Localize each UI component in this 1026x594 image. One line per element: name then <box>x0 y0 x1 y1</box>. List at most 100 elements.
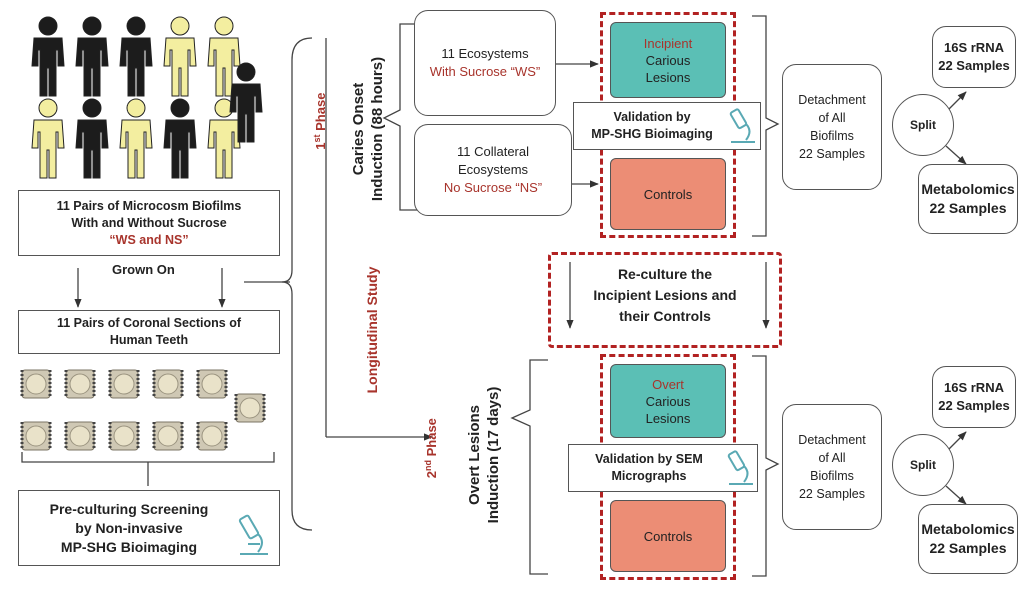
incipient-lesions-box: Incipient Carious Lesions <box>610 22 726 98</box>
validation1-line1: Validation by <box>613 110 691 124</box>
phase1-word: Phase <box>313 92 329 131</box>
detach1-line2: of All <box>818 111 846 125</box>
detach2-box: Detachment of All Biofilms 22 Samples <box>782 404 882 530</box>
metab1-box: Metabolomics 22 Samples <box>918 164 1018 234</box>
screening-box: Pre-culturing Screening by Non-invasive … <box>18 490 280 566</box>
reculture-line1: Re-culture the <box>617 266 713 282</box>
validation2-line1: Validation by SEM <box>595 452 703 466</box>
biofilms-line2: With and Without Sucrose <box>71 215 227 230</box>
phase2-word: Phase <box>424 418 440 457</box>
ns-line3: No Sucrose “NS” <box>443 180 543 195</box>
phase2-brace <box>510 359 548 575</box>
tooth-section-icon <box>152 368 184 400</box>
biofilms-line3: “WS and NS” <box>109 232 189 247</box>
microscope-icon <box>238 514 268 555</box>
rrna2-line1: 16S rRNA <box>944 380 1004 395</box>
rrna2-box: 16S rRNA 22 Samples <box>932 366 1016 428</box>
person-icon <box>163 98 197 179</box>
metab2-line2: 22 Samples <box>929 540 1007 556</box>
ws-line2: With Sucrose “WS” <box>429 64 541 79</box>
person-icon <box>119 16 153 97</box>
controls1-label: Controls <box>643 186 693 202</box>
microscope-icon <box>727 450 753 485</box>
incipient-line1: Incipient <box>643 35 693 51</box>
phase1-title: Caries Onset Induction (88 hours) <box>349 49 387 209</box>
tooth-section-icon <box>64 420 96 452</box>
split1-label: Split <box>910 118 936 132</box>
split2-arrow-down <box>945 485 967 505</box>
detach1-line1: Detachment <box>798 93 866 107</box>
biofilms-line1: 11 Pairs of Microcosm Biofilms <box>56 198 242 213</box>
incipient-line2: Carious <box>645 52 691 68</box>
reculture-line3: their Controls <box>619 308 711 324</box>
teeth-sections-image <box>20 368 266 452</box>
teeth-line2: Human Teeth <box>109 333 189 347</box>
overt-lesions-box: Overt Carious Lesions <box>610 364 726 438</box>
microscope-icon <box>729 108 755 143</box>
phase2-sup: nd <box>422 460 433 472</box>
split2-label: Split <box>910 458 936 472</box>
detach1-line3: Biofilms <box>810 129 854 143</box>
detach2-line2: of All <box>818 451 846 465</box>
detach2-line1: Detachment <box>798 433 866 447</box>
tooth-section-icon <box>196 420 228 452</box>
tooth-section-icon <box>20 368 52 400</box>
person-icon <box>75 16 109 97</box>
split2-circle: Split <box>892 434 954 496</box>
metab2-box: Metabolomics 22 Samples <box>918 504 1018 574</box>
controls2-box: Controls <box>610 500 726 572</box>
grown-on-brace <box>281 37 313 531</box>
detach2-line3: Biofilms <box>810 469 854 483</box>
reculture-line2: Incipient Lesions and <box>593 287 737 303</box>
phase2-title: Overt Lesions Induction (17 days) <box>465 375 503 535</box>
person-icon <box>75 98 109 179</box>
tooth-section-icon <box>108 368 140 400</box>
screening-line2: by Non-invasive <box>75 519 183 536</box>
tooth-section-icon <box>234 392 266 424</box>
phase1-right-brace <box>752 15 780 237</box>
detach1-box: Detachment of All Biofilms 22 Samples <box>782 64 882 190</box>
metab1-line2: 22 Samples <box>929 200 1007 216</box>
screening-line1: Pre-culturing Screening <box>49 500 209 517</box>
phase1-title-line1: Caries Onset <box>350 82 367 176</box>
phase2-title-line2: Induction (17 days) <box>485 386 502 524</box>
phase2-label: 2nd Phase <box>423 393 439 503</box>
metab2-line1: Metabolomics <box>921 521 1015 537</box>
ws-ecosystems-box: 11 Ecosystems With Sucrose “WS” <box>414 10 556 116</box>
people-pictograms <box>31 16 263 179</box>
rrna1-line2: 22 Samples <box>938 58 1010 73</box>
screening-line3: MP-SHG Bioimaging <box>60 538 198 555</box>
longitudinal-label: Longitudinal Study <box>364 266 380 394</box>
grown-on-label: Grown On <box>112 262 175 277</box>
person-icon <box>31 16 65 97</box>
incipient-line3: Lesions <box>645 69 691 85</box>
tooth-section-icon <box>152 420 184 452</box>
split1-circle: Split <box>892 94 954 156</box>
person-icon <box>119 98 153 179</box>
ws-line1: 11 Ecosystems <box>441 46 529 61</box>
overt-line3: Lesions <box>645 410 691 426</box>
reculture-box <box>548 252 782 348</box>
phase1-number: 1 <box>313 142 329 150</box>
phase2-number: 2 <box>424 471 440 479</box>
ns-line1: 11 Collateral <box>456 144 530 159</box>
metab1-line1: Metabolomics <box>921 181 1015 197</box>
reculture-text: Re-culture the Incipient Lesions and the… <box>580 264 750 327</box>
overt-line1: Overt <box>652 376 684 392</box>
rrna2-line2: 22 Samples <box>938 398 1010 413</box>
validation-shg-box: Validation by MP-SHG Bioimaging <box>573 102 761 150</box>
detach1-line4: 22 Samples <box>798 147 865 161</box>
phase2-right-brace <box>752 355 780 577</box>
validation1-line2: MP-SHG Bioimaging <box>591 127 713 141</box>
phase1-label: 1st Phase <box>312 61 328 181</box>
phase1-title-line2: Induction (88 hours) <box>369 56 386 202</box>
phase2-title-line1: Overt Lesions <box>466 404 483 506</box>
validation2-line2: Micrographs <box>611 469 687 483</box>
ns-ecosystems-box: 11 Collateral Ecosystems No Sucrose “NS” <box>414 124 572 216</box>
tooth-section-icon <box>196 368 228 400</box>
controls2-label: Controls <box>643 528 693 544</box>
rrna1-box: 16S rRNA 22 Samples <box>932 26 1016 88</box>
teeth-box: 11 Pairs of Coronal Sections of Human Te… <box>18 310 280 354</box>
phase1-sup: st <box>311 134 322 143</box>
